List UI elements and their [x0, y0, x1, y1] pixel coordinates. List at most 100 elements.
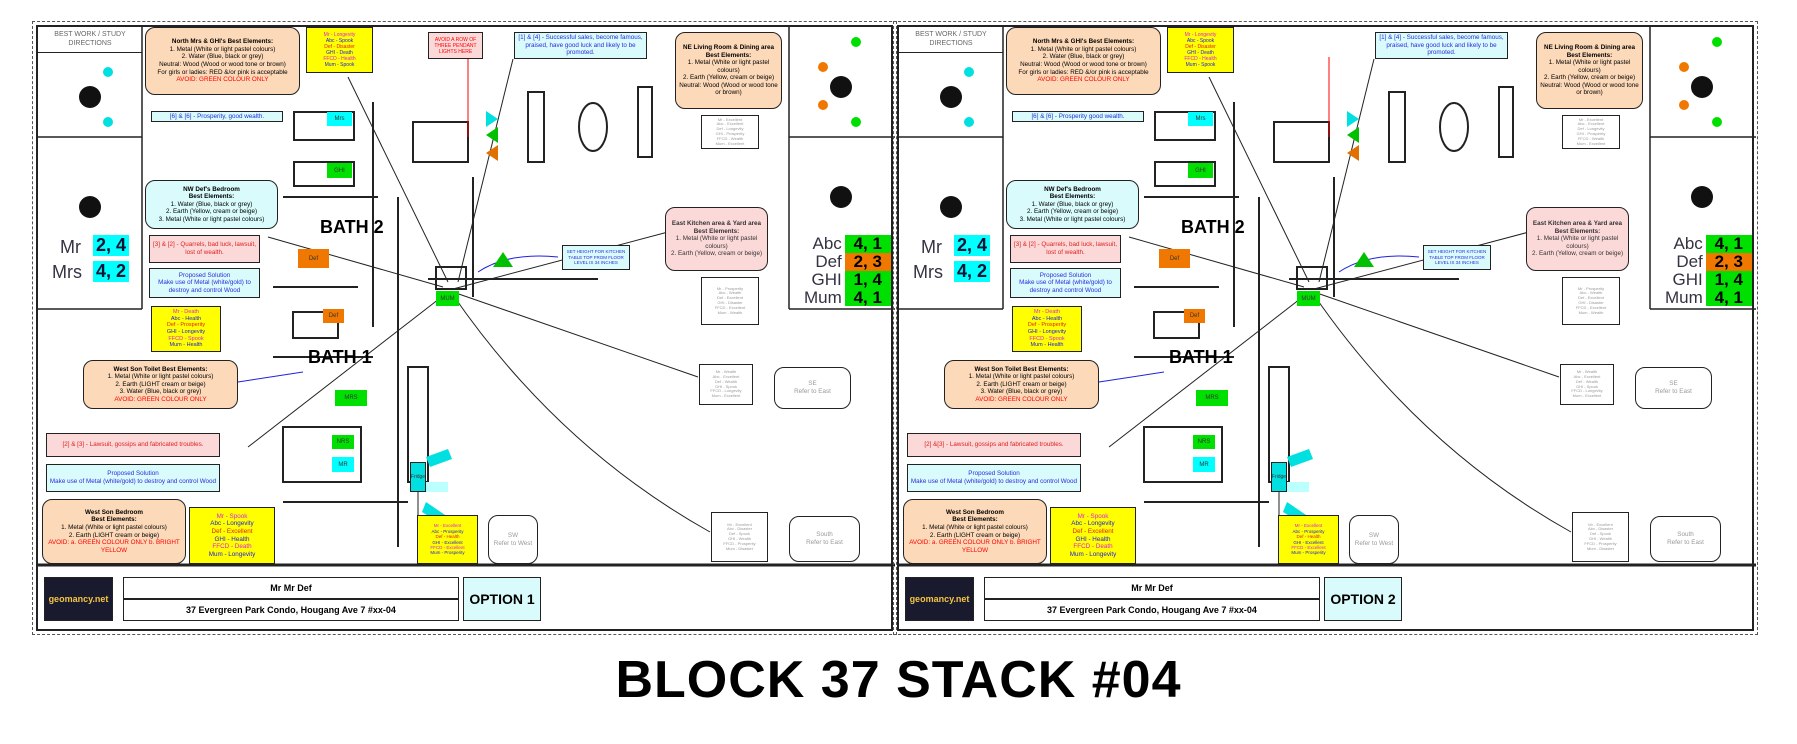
- se-refer-box-line: SE: [1669, 380, 1678, 388]
- ne-elements-box-line: 2. Earth (Yellow, cream or beige): [682, 74, 775, 82]
- south-stars-box-line: FFCD - Prosperity: [1584, 540, 1617, 546]
- north-elements-box-line: For girls or ladies: RED &/or pink is ac…: [1018, 68, 1149, 76]
- se-stars-box-line: Abc - Excellent: [1573, 373, 1601, 379]
- room-tag-nrs: NRS: [332, 435, 354, 449]
- sw-refer-box-line: SW: [1368, 531, 1380, 539]
- east-kitchen-box-line: 1. Metal (White or light pastel colours): [1536, 235, 1619, 250]
- address: 37 Evergreen Park Condo, Hougang Ave 7 #…: [984, 599, 1320, 621]
- nw-bedroom-box-line: NW Def's Bedroom: [183, 185, 240, 193]
- family-name: Abc: [812, 234, 842, 253]
- yellow-sw-stars-line: GHI - Excellent: [1293, 539, 1324, 545]
- north-elements-box-line: 1. Metal (White or light pastel colours): [169, 45, 276, 53]
- west-toilet-box-line: 3. Water (Blue, black or grey): [119, 388, 202, 396]
- south-stars-box-line: FFCD - Prosperity: [723, 540, 756, 546]
- north-elements-box-line: AVOID: GREEN COLOUR ONLY: [176, 76, 269, 84]
- yellow-sw-stars-line: Abc - Prosperity: [1292, 528, 1325, 534]
- mrs-label: Mrs: [913, 262, 943, 282]
- north-elements-box-line: 2. Water (Blue, black or grey): [1042, 53, 1125, 61]
- nw-bedroom-box-line: 1. Water (Blue, black or grey): [170, 200, 253, 208]
- family-value: 1, 4: [844, 270, 891, 289]
- west-toilet-box-line: 3. Water (Blue, black or grey): [980, 388, 1063, 396]
- family-name: GHI: [811, 269, 842, 289]
- north-elements-box-line: Neutral: Wood (Wood or wood tone or brow…: [159, 61, 286, 68]
- proposed-solution-1-line: Make use of Metal (white/gold) to destro…: [1019, 279, 1112, 294]
- room-tag-mr: MR: [332, 457, 354, 472]
- east-stars-box-line: Def - Excellent: [716, 295, 743, 301]
- bath2-label: BATH 2: [320, 217, 384, 237]
- south-refer-box-line: South: [1677, 531, 1694, 539]
- sw-refer-box-line: Refer to West: [1354, 539, 1394, 547]
- south-stars-box-line: GHI - Wealth: [1588, 536, 1613, 541]
- yellow-west-stars-line: GHI - Health: [1075, 535, 1111, 543]
- yellow-north-stars-line: Def - Disaster: [1185, 44, 1216, 50]
- bath1-label: BATH 1: [308, 347, 372, 367]
- yellow-north-stars-line: Mum - Spook: [324, 62, 355, 68]
- mr-label: Mr: [921, 237, 942, 257]
- nw-bedroom-box-line: NW Def's Bedroom: [1044, 185, 1101, 193]
- yellow-north-stars-line: Abc - Spook: [1186, 38, 1215, 44]
- south-refer-box-line: Refer to East: [1667, 539, 1704, 546]
- west-son-bedroom-box-line: West Son Bedroom: [946, 508, 1004, 516]
- west-toilet-box-line: West Son Toilet Best Elements:: [113, 365, 208, 373]
- proposed-solution-1-line: Make use of Metal (white/gold) to destro…: [158, 279, 251, 294]
- yellow-north-stars-line: Mr - Longevity: [323, 32, 356, 38]
- yellow-nw-stars-line: Abc - Health: [1031, 315, 1063, 322]
- ne-elements-box-line: Neutral: Wood (Wood or wood tone or brow…: [1540, 81, 1639, 97]
- south-stars-box-line: GHI - Wealth: [727, 536, 752, 541]
- north-elements-box-line: 1. Metal (White or light pastel colours): [1030, 45, 1137, 53]
- family-name: GHI: [1672, 269, 1703, 289]
- east-stars-box-line: FFCD - Excellent: [1575, 304, 1607, 310]
- yellow-nw-stars-line: Mr - Death: [173, 309, 199, 316]
- client-name: Mr Mr Def: [123, 577, 459, 599]
- family-value: 2, 3: [1705, 252, 1752, 271]
- nw-bedroom-box-line: 2. Earth (Yellow, cream or beige): [165, 208, 258, 216]
- mr-label: Mr: [60, 237, 81, 257]
- yellow-nw-stars-line: GHI - Longevity: [1027, 329, 1067, 335]
- west-toilet-box-line: 1. Metal (White or light pastel colours): [107, 373, 214, 381]
- se-stars-box-line: FFCD - Longevity: [710, 388, 742, 394]
- room-tag-mrs_bed: MRS: [335, 390, 367, 406]
- west-toilet-box-line: West Son Toilet Best Elements:: [974, 365, 1069, 373]
- ne-elements-box-line: NE Living Room & Dining area: [683, 44, 774, 52]
- prosperity-note: [6] & [6] - Prosperity good wealth.: [1012, 111, 1144, 122]
- ne-elements-box-line: Neutral: Wood (Wood or wood tone or brow…: [679, 81, 778, 97]
- yellow-nw-stars-line: Def - Prosperity: [166, 322, 206, 329]
- nw-bedroom-box-line: Best Elements:: [1049, 193, 1096, 201]
- east-stars-box-line: Mr - Prosperity: [716, 285, 744, 291]
- sw-refer-box-line: SW: [507, 531, 519, 539]
- yellow-nw-stars-line: Mum - Health: [169, 342, 203, 349]
- east-stars-box-line: Mum - Wealth: [717, 309, 743, 315]
- sales-note: [1] & [4] - Successful sales, become fam…: [1375, 32, 1508, 59]
- south-stars-box-line: Def - Spook: [1589, 531, 1612, 537]
- room-tag-def2: Def: [1184, 309, 1205, 323]
- south-stars-box-line: Mr - Excellent: [727, 521, 752, 527]
- lawsuit-note: [2] & [3] - Lawsuit, gossips and fabrica…: [46, 433, 220, 457]
- option-label: OPTION 1: [463, 577, 541, 621]
- east-stars-box-line: Abc - Wealth: [1579, 290, 1603, 296]
- floor-plan-walls: [38, 27, 895, 567]
- ne-stars-box-line: Abc - Excellent: [716, 121, 744, 127]
- address: 37 Evergreen Park Condo, Hougang Ave 7 #…: [123, 599, 459, 621]
- room-tag-fridge: Fridge: [410, 462, 426, 492]
- client-name: Mr Mr Def: [984, 577, 1320, 599]
- yellow-west-stars-line: FFCD - Death: [212, 543, 252, 551]
- west-son-bedroom-box-line: 1. Metal (White or light pastel colours): [922, 523, 1028, 531]
- room-tag-mum: MUM: [436, 291, 459, 306]
- north-elements-box-line: For girls or ladies: RED &/or pink is ac…: [157, 68, 288, 76]
